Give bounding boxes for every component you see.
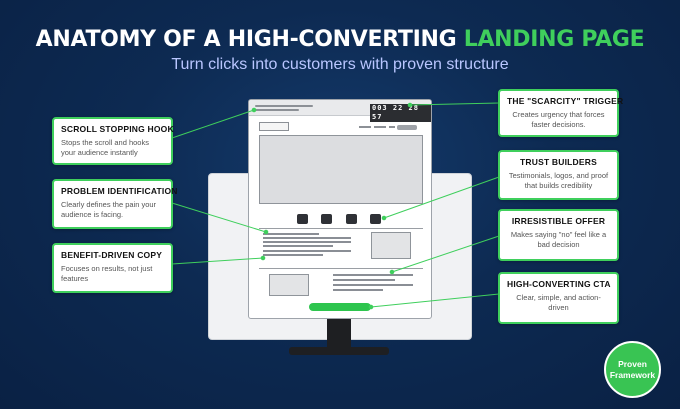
section-divider bbox=[259, 228, 423, 229]
callout-text: Clearly defines the pain your audience i… bbox=[61, 200, 157, 219]
url-line bbox=[255, 105, 313, 107]
cta-button bbox=[309, 303, 371, 311]
text-line bbox=[333, 284, 413, 286]
nav-link bbox=[389, 126, 395, 128]
text-line bbox=[263, 241, 351, 243]
hero-image bbox=[259, 135, 423, 204]
callout-text: Clear, simple, and action-driven bbox=[516, 293, 601, 312]
url-line bbox=[255, 109, 299, 111]
landing-page-mockup: 003 22 28 57 bbox=[248, 99, 432, 319]
badge-line-2: Framework bbox=[609, 369, 656, 380]
text-line bbox=[263, 254, 323, 256]
trust-logo bbox=[370, 214, 381, 224]
callout-title: SCROLL STOPPING HOOK bbox=[61, 124, 174, 134]
nav-link bbox=[359, 126, 371, 128]
proven-framework-badge: Proven Framework bbox=[604, 341, 661, 398]
callout-benefit-driven-copy: BENEFIT-DRIVEN COPY Focuses on results, … bbox=[52, 243, 173, 293]
browser-topbar: 003 22 28 57 bbox=[249, 100, 431, 122]
callout-text: Focuses on results, not just features bbox=[61, 264, 153, 283]
title-accent: LANDING PAGE bbox=[463, 27, 645, 52]
text-line bbox=[333, 274, 413, 276]
callout-scroll-stopping-hook: SCROLL STOPPING HOOK Stops the scroll an… bbox=[52, 117, 174, 165]
callout-text: Makes saying "no" feel like a bad decisi… bbox=[510, 230, 607, 249]
monitor-stand bbox=[289, 347, 389, 355]
callout-problem-identification: PROBLEM IDENTIFICATION Clearly defines t… bbox=[52, 179, 178, 229]
section-divider bbox=[259, 268, 423, 269]
monitor-neck bbox=[327, 318, 351, 350]
callout-text: Stops the scroll and hooks your audience… bbox=[61, 138, 149, 157]
text-line bbox=[333, 279, 395, 281]
text-line bbox=[263, 237, 351, 239]
title-main: ANATOMY OF A HIGH-CONVERTING bbox=[35, 27, 464, 52]
text-line bbox=[333, 289, 383, 291]
nav-button bbox=[397, 125, 417, 130]
callout-trust-builders: TRUST BUILDERS Testimonials, logos, and … bbox=[498, 150, 619, 200]
logo-placeholder bbox=[259, 122, 289, 131]
feature-image bbox=[269, 274, 309, 296]
callout-title: IRRESISTIBLE OFFER bbox=[511, 216, 606, 226]
callout-title: PROBLEM IDENTIFICATION bbox=[61, 186, 178, 196]
text-line bbox=[263, 233, 319, 235]
callout-high-converting-cta: HIGH-CONVERTING CTA Clear, simple, and a… bbox=[498, 272, 619, 324]
badge-line-1: Proven bbox=[618, 358, 647, 369]
trust-logo bbox=[321, 214, 332, 224]
trust-logo bbox=[297, 214, 308, 224]
callout-scarcity-trigger: THE "SCARCITY" TRIGGER Creates urgency t… bbox=[498, 89, 624, 137]
countdown-timer: 003 22 28 57 bbox=[370, 104, 431, 122]
callout-title: TRUST BUILDERS bbox=[520, 157, 597, 167]
text-line bbox=[263, 245, 333, 247]
callout-irresistible-offer: IRRESISTIBLE OFFER Makes saying "no" fee… bbox=[498, 209, 619, 261]
connector-line bbox=[171, 109, 255, 139]
page-subtitle: Turn clicks into customers with proven s… bbox=[171, 56, 509, 73]
callout-title: BENEFIT-DRIVEN COPY bbox=[61, 250, 163, 260]
page-title: ANATOMY OF A HIGH-CONVERTING LANDING PAG… bbox=[0, 27, 680, 52]
callout-title: THE "SCARCITY" TRIGGER bbox=[507, 96, 624, 106]
callout-title: HIGH-CONVERTING CTA bbox=[507, 279, 611, 289]
callout-text: Creates urgency that forces faster decis… bbox=[512, 110, 605, 129]
text-line bbox=[263, 250, 351, 252]
trust-logo bbox=[346, 214, 357, 224]
nav-link bbox=[374, 126, 386, 128]
offer-image bbox=[371, 232, 411, 259]
callout-text: Testimonials, logos, and proof that buil… bbox=[508, 171, 609, 190]
